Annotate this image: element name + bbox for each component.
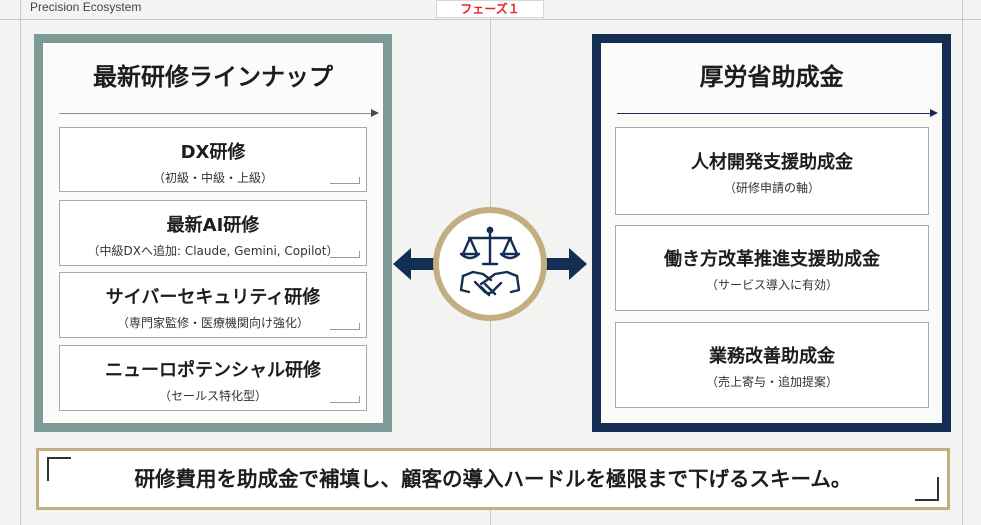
card-hr-development-subsidy: 人材開発支援助成金 （研修申請の軸）	[615, 127, 929, 215]
card-subtitle: （初級・中級・上級）	[152, 171, 273, 185]
card-title: サイバーセキュリティ研修	[105, 287, 321, 308]
panel-title: 厚労省助成金	[699, 63, 844, 91]
card-subtitle: （研修申請の軸）	[723, 181, 820, 195]
scheme-banner: 研修費用を助成金で補填し、顧客の導入ハードルを極限まで下げるスキーム。	[36, 448, 950, 510]
panel-title: 最新研修ラインナップ	[93, 63, 333, 91]
corner-mark	[330, 177, 360, 184]
center-connector	[393, 207, 587, 321]
card-title: 人材開発支援助成金	[691, 152, 853, 173]
scheme-text: 研修費用を助成金で補填し、顧客の導入ハードルを極限まで下げるスキーム。	[134, 467, 852, 491]
card-title: DX研修	[180, 142, 246, 163]
brand-label: Precision Ecosystem	[30, 0, 142, 14]
card-workstyle-reform-subsidy: 働き方改革推進支援助成金 （サービス導入に有効）	[615, 225, 929, 311]
arrow-left-icon	[393, 248, 435, 280]
corner-mark	[330, 251, 360, 258]
card-title: ニューロポテンシャル研修	[105, 360, 321, 381]
scales-handshake-icon	[433, 207, 547, 321]
card-title: 業務改善助成金	[709, 346, 835, 367]
card-title: 働き方改革推進支援助成金	[664, 249, 880, 270]
training-lineup-panel: 最新研修ラインナップ DX研修 （初級・中級・上級） 最新AI研修 （中級DXへ…	[34, 34, 392, 432]
subsidy-panel: 厚労省助成金 人材開発支援助成金 （研修申請の軸） 働き方改革推進支援助成金 （…	[592, 34, 951, 432]
card-cyber-training: サイバーセキュリティ研修 （専門家監修・医療機関向け強化）	[59, 272, 367, 338]
card-subtitle: （セールス特化型）	[158, 389, 267, 403]
card-subtitle: （専門家監修・医療機関向け強化）	[116, 316, 309, 330]
card-subtitle: （サービス導入に有効）	[705, 278, 838, 292]
card-ai-training: 最新AI研修 （中級DXへ追加: Claude, Gemini, Copilot…	[59, 200, 367, 266]
card-dx-training: DX研修 （初級・中級・上級）	[59, 127, 367, 192]
card-business-improvement-subsidy: 業務改善助成金 （売上寄与・追加提案）	[615, 322, 929, 408]
phase-label: フェーズ１	[436, 0, 544, 18]
grid-line-right	[962, 0, 963, 525]
arrow-right-icon	[545, 248, 587, 280]
card-subtitle: （中級DXへ追加: Claude, Gemini, Copilot）	[87, 244, 339, 258]
corner-mark	[330, 323, 360, 330]
grid-line-left	[20, 0, 21, 525]
card-neuro-training: ニューロポテンシャル研修 （セールス特化型）	[59, 345, 367, 411]
arrow-rule	[59, 109, 379, 117]
arrow-rule	[617, 109, 938, 117]
bracket-top-left	[47, 457, 71, 481]
corner-mark	[330, 396, 360, 403]
card-title: 最新AI研修	[166, 215, 260, 236]
bracket-bottom-right	[915, 477, 939, 501]
card-subtitle: （売上寄与・追加提案）	[705, 375, 838, 389]
